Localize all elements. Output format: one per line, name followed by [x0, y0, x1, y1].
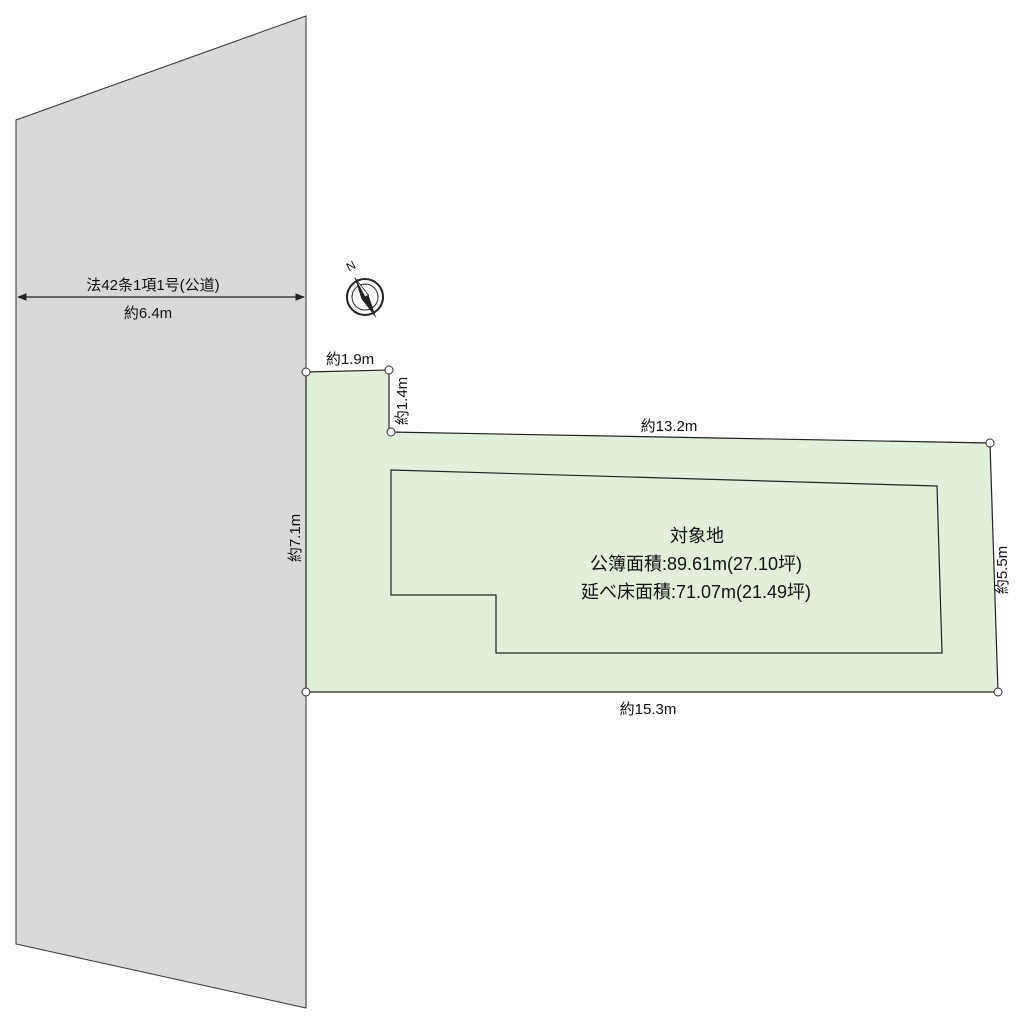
dimension-top: 約13.2m	[641, 418, 698, 435]
compass-north-label: N	[344, 258, 358, 274]
dimension-notch-vertical: 約1.4m	[394, 377, 411, 425]
road-label: 法42条1項1号(公道)	[86, 277, 219, 294]
corner-marker	[384, 365, 394, 375]
corner-marker	[301, 687, 311, 697]
dimension-right: 約5.5m	[994, 546, 1011, 594]
building-footprint	[390, 469, 943, 654]
corner-marker	[386, 427, 396, 437]
lot-registered-area: 公簿面積:89.61m(27.10坪)	[590, 554, 802, 574]
dimension-top-left: 約1.9m	[326, 351, 374, 368]
road-width-label: 約6.4m	[124, 305, 172, 322]
corner-marker	[993, 687, 1003, 697]
compass-icon	[346, 277, 384, 319]
corner-marker	[301, 367, 311, 377]
lot-floor-area: 延べ床面積:71.07m(21.49坪)	[581, 582, 811, 602]
lot-title: 対象地	[670, 526, 724, 546]
dimension-bottom: 約15.3m	[620, 701, 677, 718]
dimension-left: 約7.1m	[287, 514, 304, 562]
road-area	[15, 15, 307, 1009]
corner-marker	[985, 438, 995, 448]
